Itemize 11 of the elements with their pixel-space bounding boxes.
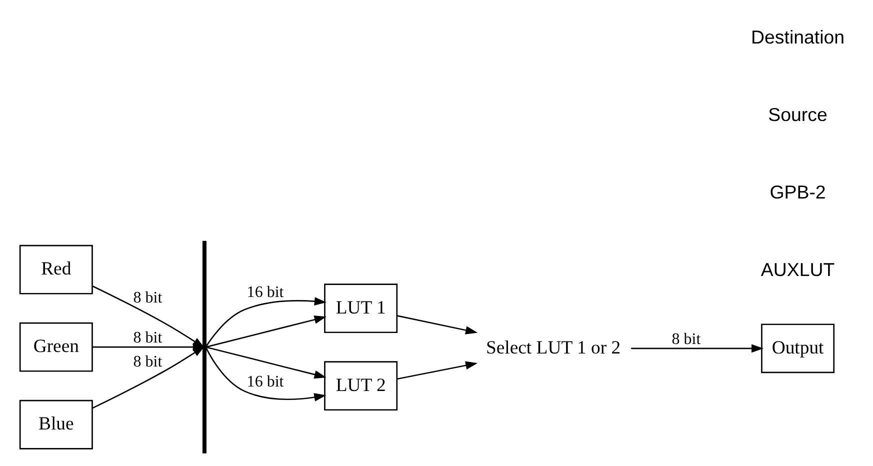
label: Source [768, 103, 827, 124]
edge-label: 16 bit [246, 373, 284, 390]
node-text: Select LUT 1 or 2 [485, 336, 620, 358]
label: GPB-2 [769, 180, 826, 202]
edge-label: 8 bit [132, 288, 162, 306]
edge-label: 8 bit [132, 353, 162, 370]
edge-label: 16 bit [246, 284, 284, 301]
edge-label: 8 bit [671, 330, 700, 348]
label: AUXLUT [760, 258, 834, 280]
edge-label: 8 bit [132, 329, 162, 346]
label: Destination [750, 26, 844, 47]
